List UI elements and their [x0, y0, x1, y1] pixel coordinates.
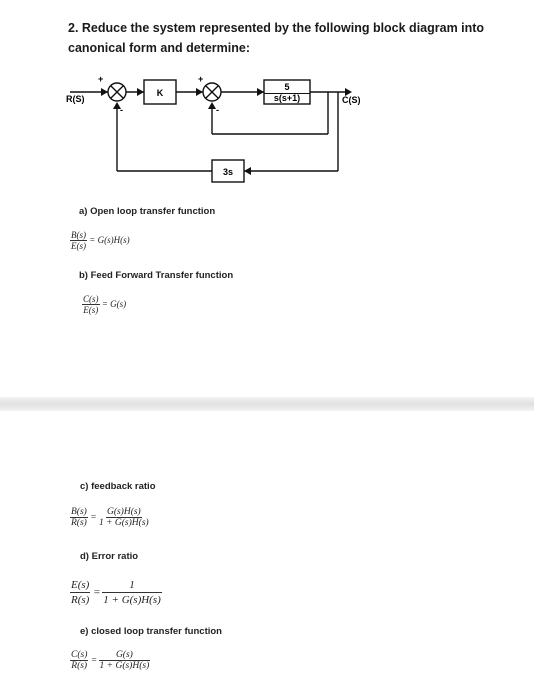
part-b-equation: C(s)E(s) = G(s)	[82, 294, 127, 315]
part-a-label: a) Open loop transfer function	[79, 206, 216, 217]
block-h-label: 3s	[223, 167, 233, 177]
block-diagram: R(S) C(S) K 5 s(s+1) 3s + + - -	[66, 74, 361, 183]
input-label: R(S)	[66, 94, 85, 104]
part-c-label: c) feedback ratio	[80, 481, 156, 492]
block-g-numerator: 5	[284, 82, 289, 92]
part-d-label: d) Error ratio	[80, 551, 139, 562]
block-k-label: K	[157, 88, 164, 98]
block-g-denominator: s(s+1)	[274, 93, 300, 103]
part-b-label: b) Feed Forward Transfer function	[79, 270, 234, 281]
plus-sign-2: +	[198, 74, 203, 84]
page-separator	[0, 397, 534, 411]
plus-sign-1: +	[98, 74, 103, 84]
part-e-equation: C(s)R(s) = G(s)1 + G(s)H(s)	[70, 650, 151, 671]
part-c-equation: B(s)R(s) = G(s)H(s)1 + G(s)H(s)	[70, 507, 149, 528]
minus-sign-2: -	[216, 105, 219, 115]
question-text: 2. Reduce the system represented by the …	[68, 21, 485, 55]
minus-sign-1: -	[120, 105, 123, 115]
part-a-equation: B(s)E(s) = G(s)H(s)	[70, 230, 130, 251]
part-e-label: e) closed loop transfer function	[80, 626, 222, 637]
output-label: C(S)	[342, 95, 361, 105]
